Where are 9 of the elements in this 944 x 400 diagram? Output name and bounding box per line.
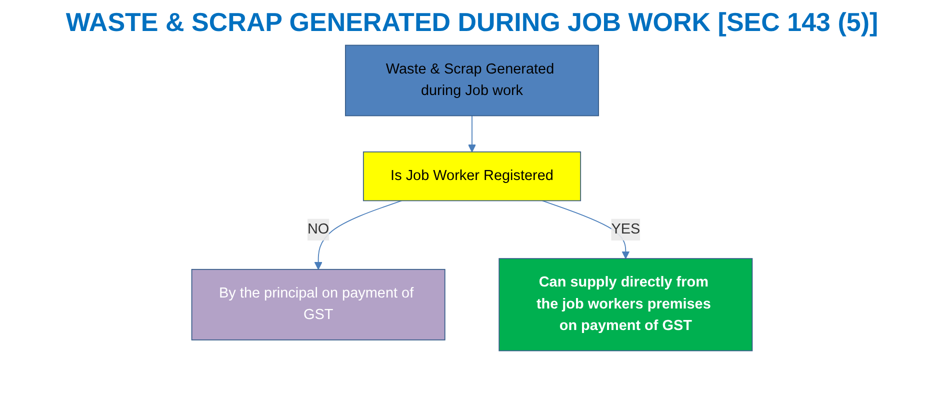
arrow xyxy=(314,200,402,270)
diagram-title: WASTE & SCRAP GENERATED DURING JOB WORK [SEC 143 (5)] xyxy=(64,6,880,38)
arrow xyxy=(468,115,476,152)
edge-label: YES xyxy=(611,222,640,237)
node-box: Is Job Worker Registered xyxy=(362,151,582,202)
edge-label: NO xyxy=(307,222,330,237)
node-box: By the principal on payment of GST xyxy=(191,268,446,340)
node-box: Waste & Scrap Generated during Job work xyxy=(345,44,599,116)
node-box: Can supply directly from the job workers premises on payment of GST xyxy=(498,258,753,352)
